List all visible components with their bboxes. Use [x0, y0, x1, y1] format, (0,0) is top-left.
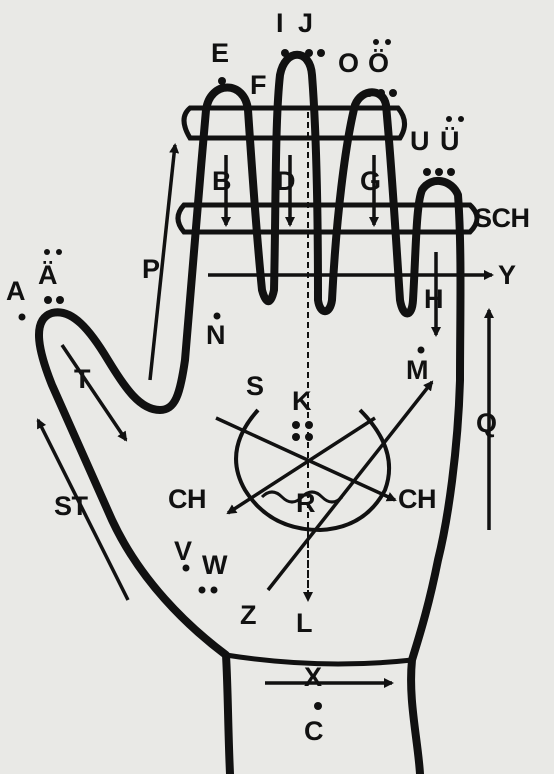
- label-st: ST: [54, 493, 88, 520]
- label-v: V: [174, 538, 192, 565]
- label-g: G: [360, 168, 381, 195]
- label-c: C: [304, 718, 323, 745]
- label-f: F: [250, 72, 266, 99]
- label-m: M: [406, 357, 428, 384]
- label-h: H: [424, 286, 443, 313]
- label-w: W: [202, 552, 227, 579]
- label-o: O: [338, 50, 359, 77]
- label-u: U: [410, 128, 429, 155]
- label-sch: SCH: [474, 205, 530, 232]
- label-s: S: [246, 373, 264, 400]
- label-j: J: [298, 10, 313, 37]
- label-k: K: [292, 388, 311, 415]
- label-z: Z: [240, 602, 256, 629]
- label-n: N: [206, 322, 225, 349]
- label-a: A: [6, 278, 25, 305]
- label-p: P: [142, 256, 160, 283]
- upper-knuckle-band: [184, 108, 405, 138]
- label-d: D: [276, 168, 295, 195]
- label-i: I: [276, 10, 283, 37]
- lower-knuckle-band: [178, 205, 477, 232]
- hand-outline: [39, 55, 461, 774]
- label-ue: Ü: [440, 128, 459, 155]
- label-oe: Ö: [368, 50, 389, 77]
- label-x: X: [304, 664, 322, 691]
- label-l: L: [296, 610, 312, 637]
- label-ch-right: CH: [398, 486, 436, 513]
- label-ch-left: CH: [168, 486, 206, 513]
- label-ae: Ä: [38, 262, 57, 289]
- label-r: R: [296, 490, 315, 517]
- label-e: E: [211, 40, 229, 67]
- label-q: Q: [476, 410, 497, 437]
- label-y: Y: [498, 262, 516, 289]
- label-b: B: [212, 168, 231, 195]
- dot-a: [19, 314, 26, 321]
- label-t: T: [74, 366, 90, 393]
